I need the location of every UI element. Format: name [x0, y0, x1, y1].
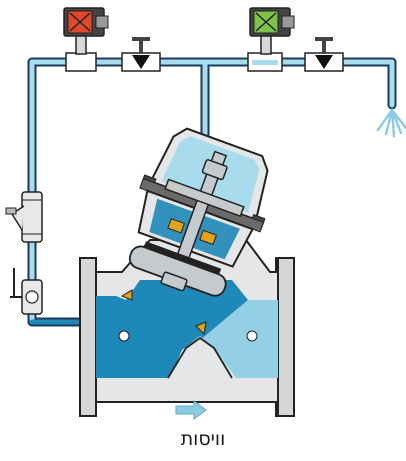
- solenoid-valve-closed-icon: [63, 7, 109, 72]
- valve-bonnet: [128, 127, 269, 297]
- ball-valve-icon: [10, 268, 43, 315]
- y-strainer-icon: [5, 191, 43, 243]
- diagram-caption: וויסות: [180, 428, 226, 450]
- main-valve-body: [79, 239, 295, 417]
- needle-valve-icon: [121, 37, 161, 72]
- solenoid-valve-open-icon: [247, 7, 295, 72]
- water-spray-icon: [376, 108, 406, 138]
- needle-valve-icon: [304, 37, 344, 72]
- flow-direction-arrow-icon: [175, 400, 207, 420]
